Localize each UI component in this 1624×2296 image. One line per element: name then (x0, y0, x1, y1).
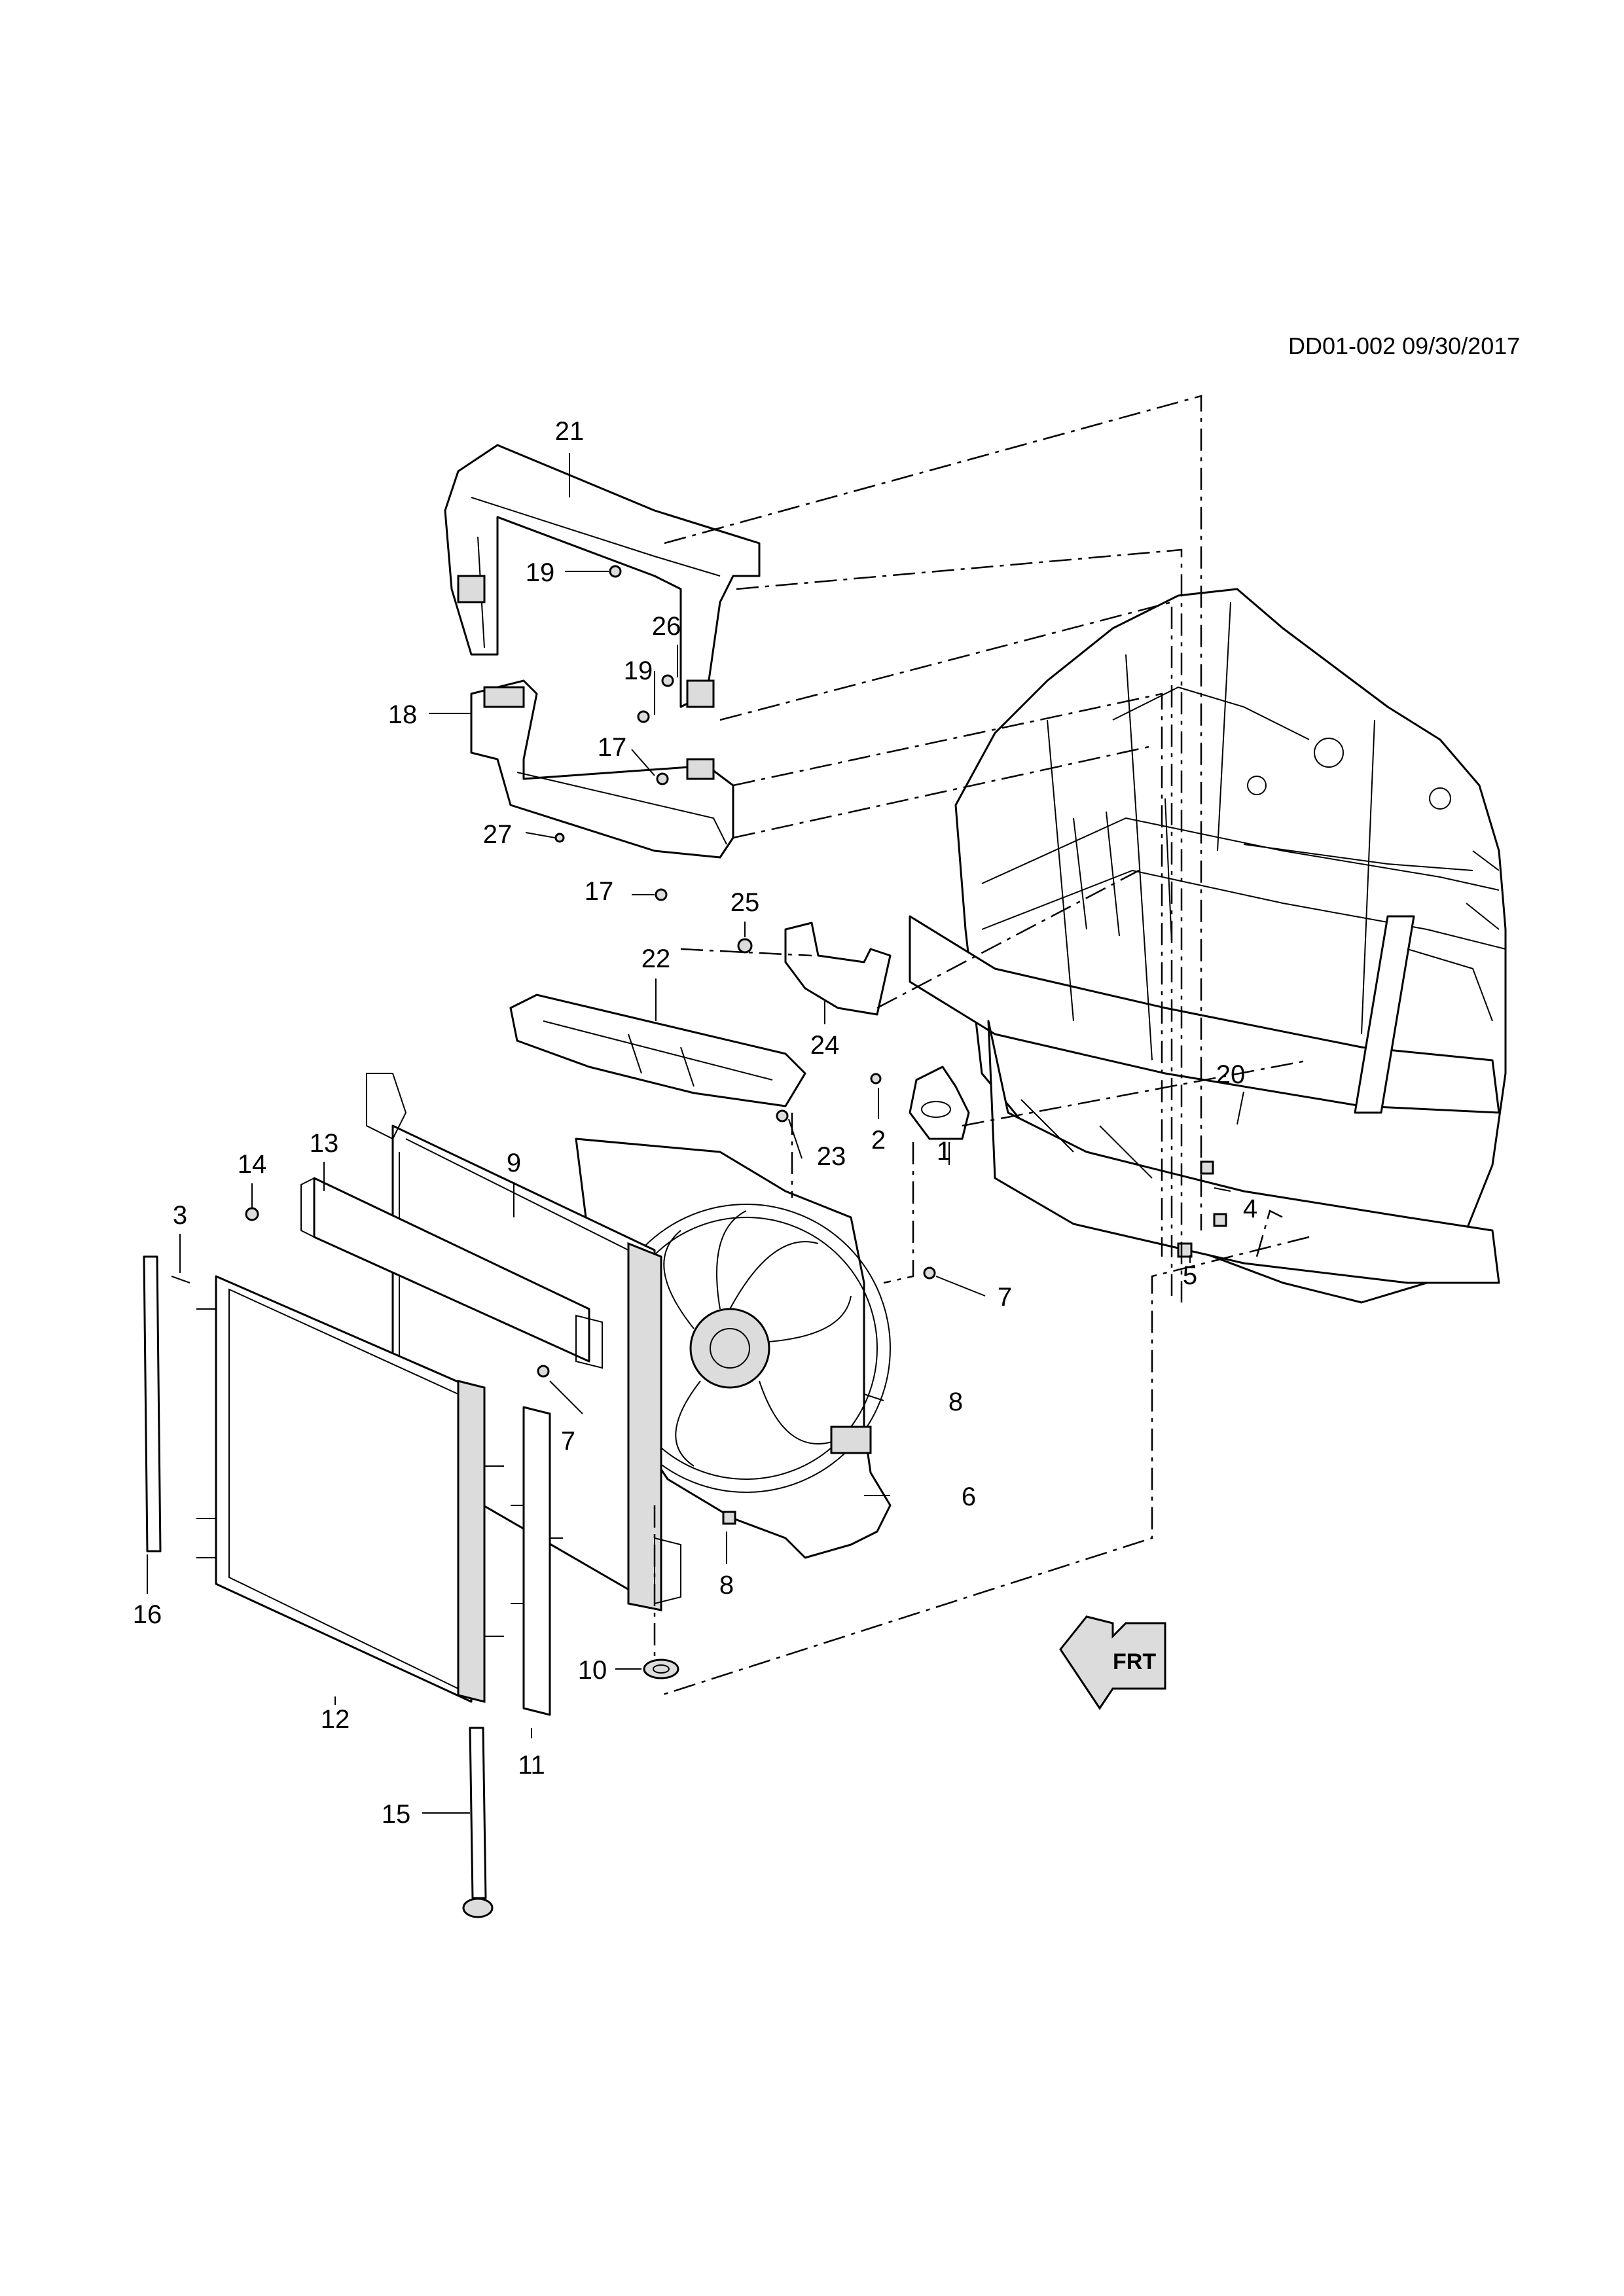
callout-1: 1 (937, 1137, 951, 1166)
part-24-bracket (784, 922, 892, 1016)
callout-15: 15 (382, 1800, 411, 1829)
callout-26: 26 (652, 612, 681, 641)
callout-13: 13 (310, 1129, 339, 1158)
callout-9: 9 (507, 1149, 521, 1177)
part-12-condenser (196, 1275, 504, 1703)
callout-6: 6 (962, 1482, 976, 1511)
part-22-air-deflector (509, 994, 806, 1107)
callout-7b: 7 (561, 1427, 575, 1456)
part-1-mount-bracket (909, 1066, 970, 1140)
callout-2: 2 (871, 1126, 886, 1155)
callout-19a: 19 (526, 558, 555, 587)
diagram-reference: DD01-002 09/30/2017 (1288, 332, 1520, 359)
callout-12: 12 (321, 1705, 350, 1734)
front-direction-arrow-icon: FRT (1059, 1615, 1166, 1710)
callout-22: 22 (641, 944, 671, 973)
part-13-bracket (300, 1177, 603, 1369)
part-16-seal-strip (143, 1255, 162, 1552)
callout-17a: 17 (598, 733, 627, 762)
callout-11: 11 (518, 1751, 545, 1780)
callout-17b: 17 (585, 877, 614, 906)
alignment-lines (653, 395, 1310, 1696)
callout-labels: 1 2 3 4 5 6 7 7 8 8 9 10 11 12 13 14 15 … (133, 417, 1257, 1829)
callout-21: 21 (555, 417, 585, 446)
leader-lines (147, 453, 1244, 1814)
callout-14: 14 (238, 1150, 267, 1179)
callout-3: 3 (173, 1201, 187, 1230)
callout-25: 25 (731, 888, 760, 917)
callout-18: 18 (388, 700, 418, 729)
callout-20: 20 (1216, 1060, 1246, 1089)
callout-10: 10 (578, 1656, 607, 1685)
part-15-drier (462, 1727, 494, 1918)
callout-24: 24 (810, 1031, 840, 1060)
front-label: FRT (1113, 1649, 1156, 1674)
part-21-upper-tie-bar (444, 444, 761, 708)
callout-7a: 7 (998, 1283, 1012, 1312)
vehicle-front-structure (909, 588, 1507, 1304)
callout-23: 23 (817, 1142, 846, 1171)
callout-27: 27 (483, 820, 513, 849)
part-18-air-baffle (470, 679, 734, 859)
fasteners (171, 565, 1227, 1525)
callout-8a: 8 (948, 1388, 963, 1416)
callout-19b: 19 (624, 656, 653, 685)
callout-8b: 8 (719, 1571, 734, 1600)
callout-5: 5 (1183, 1261, 1197, 1290)
part-10-grommet (643, 1659, 679, 1679)
callout-4: 4 (1243, 1194, 1257, 1223)
callout-16: 16 (133, 1600, 162, 1629)
part-11-side-seal (511, 1406, 563, 1716)
